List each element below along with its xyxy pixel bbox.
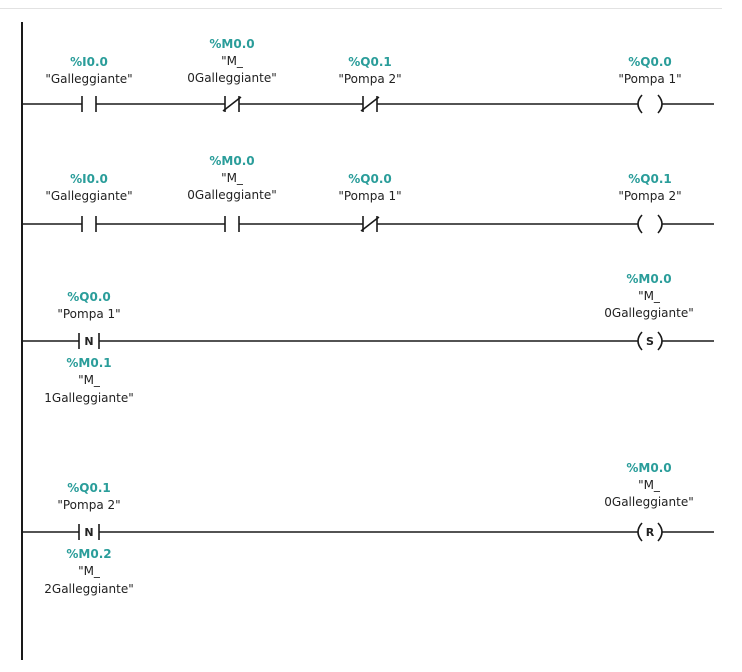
no-contact-symbol[interactable] xyxy=(81,96,97,112)
coil-tag-line2[interactable]: 0Galleggiante" xyxy=(604,306,694,320)
contact-tag[interactable]: "Pompa 2" xyxy=(338,72,402,86)
negative-edge-contact-symbol[interactable]: N xyxy=(78,524,100,540)
contact-tag[interactable]: "Galleggiante" xyxy=(45,72,133,86)
coil-address[interactable]: %Q0.0 xyxy=(628,55,672,69)
edge-tag[interactable]: "Pompa 1" xyxy=(57,307,121,321)
contact-tag[interactable]: "M_ xyxy=(221,171,243,185)
contact-tag-line2[interactable]: 0Galleggiante" xyxy=(187,71,277,85)
editor-top-border xyxy=(0,8,722,9)
edge-address[interactable]: %Q0.1 xyxy=(67,481,111,495)
svg-text:N: N xyxy=(84,526,93,539)
nc-contact-symbol[interactable] xyxy=(222,96,242,112)
coil-tag[interactable]: "Pompa 1" xyxy=(618,72,682,86)
no-contact-symbol[interactable] xyxy=(224,216,240,232)
edge-memory-tag-line2[interactable]: 2Galleggiante" xyxy=(44,582,134,596)
edge-memory-tag[interactable]: "M_ xyxy=(78,373,100,387)
no-contact-symbol[interactable] xyxy=(81,216,97,232)
nc-contact-symbol[interactable] xyxy=(360,96,380,112)
contact-address[interactable]: %M0.0 xyxy=(209,154,255,168)
contact-tag[interactable]: "Pompa 1" xyxy=(338,189,402,203)
contact-tag[interactable]: "Galleggiante" xyxy=(45,189,133,203)
edge-memory-address[interactable]: %M0.1 xyxy=(66,356,112,370)
coil-tag[interactable]: "M_ xyxy=(638,289,660,303)
coil-address[interactable]: %Q0.1 xyxy=(628,172,672,186)
coil-tag[interactable]: "Pompa 2" xyxy=(618,189,682,203)
edge-tag[interactable]: "Pompa 2" xyxy=(57,498,121,512)
svg-text:S: S xyxy=(646,335,654,348)
contact-address[interactable]: %Q0.0 xyxy=(348,172,392,186)
edge-address[interactable]: %Q0.0 xyxy=(67,290,111,304)
svg-text:N: N xyxy=(84,335,93,348)
edge-memory-address[interactable]: %M0.2 xyxy=(66,547,112,561)
output-coil-symbol[interactable] xyxy=(637,94,663,114)
reset-coil-symbol[interactable]: R xyxy=(637,522,663,542)
contact-address[interactable]: %I0.0 xyxy=(70,55,108,69)
edge-memory-tag[interactable]: "M_ xyxy=(78,564,100,578)
contact-tag[interactable]: "M_ xyxy=(221,54,243,68)
coil-address[interactable]: %M0.0 xyxy=(626,461,672,475)
set-coil-symbol[interactable]: S xyxy=(637,331,663,351)
negative-edge-contact-symbol[interactable]: N xyxy=(78,333,100,349)
coil-address[interactable]: %M0.0 xyxy=(626,272,672,286)
output-coil-symbol[interactable] xyxy=(637,214,663,234)
contact-address[interactable]: %Q0.1 xyxy=(348,55,392,69)
edge-memory-tag-line2[interactable]: 1Galleggiante" xyxy=(44,391,134,405)
coil-tag[interactable]: "M_ xyxy=(638,478,660,492)
svg-text:R: R xyxy=(646,526,655,539)
contact-address[interactable]: %M0.0 xyxy=(209,37,255,51)
contact-tag-line2[interactable]: 0Galleggiante" xyxy=(187,188,277,202)
coil-tag-line2[interactable]: 0Galleggiante" xyxy=(604,495,694,509)
contact-address[interactable]: %I0.0 xyxy=(70,172,108,186)
nc-contact-symbol[interactable] xyxy=(360,216,380,232)
